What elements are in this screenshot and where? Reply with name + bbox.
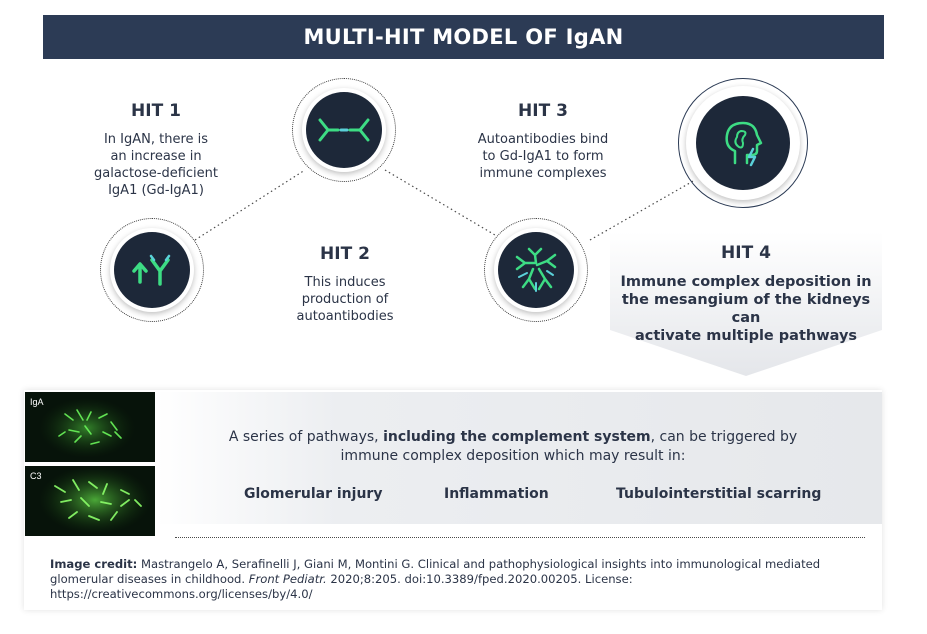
hit2-node	[292, 78, 396, 182]
complement-emphasis: including the complement system	[383, 429, 651, 445]
outcome-inflammation: Inflammation	[444, 486, 549, 502]
page-title: MULTI-HIT MODEL OF IgAN	[43, 15, 884, 59]
hit4-node	[678, 78, 808, 208]
hit3-node	[484, 218, 588, 322]
hit2-title: HIT 2	[320, 244, 370, 264]
arrow-up-antibody-icon	[132, 254, 171, 286]
connector-hit3-hit4	[589, 179, 696, 241]
divider	[175, 537, 865, 538]
c3-micrograph: C3	[25, 466, 155, 536]
outcome-glomerular-injury: Glomerular injury	[244, 486, 383, 502]
hit4-title: HIT 4	[721, 243, 771, 263]
iga-micrograph: IgA	[25, 392, 155, 462]
outcome-tubulointerstitial-scarring: Tubulointerstitial scarring	[616, 486, 822, 502]
image-credit: Image credit: Mastrangelo A, Serafinelli…	[50, 557, 821, 601]
iga-micrograph-label: IgA	[30, 397, 44, 407]
pathways-description: A series of pathways, including the comp…	[228, 429, 798, 464]
hit1-title: HIT 1	[131, 101, 181, 121]
hit3-title: HIT 3	[518, 101, 568, 121]
hit1-node	[100, 218, 204, 322]
c3-micrograph-label: C3	[30, 471, 42, 481]
kidney-person-icon	[725, 121, 763, 167]
pathways-band	[156, 392, 882, 524]
antibody-pair-icon	[318, 118, 370, 142]
immune-complex-icon	[515, 247, 557, 292]
